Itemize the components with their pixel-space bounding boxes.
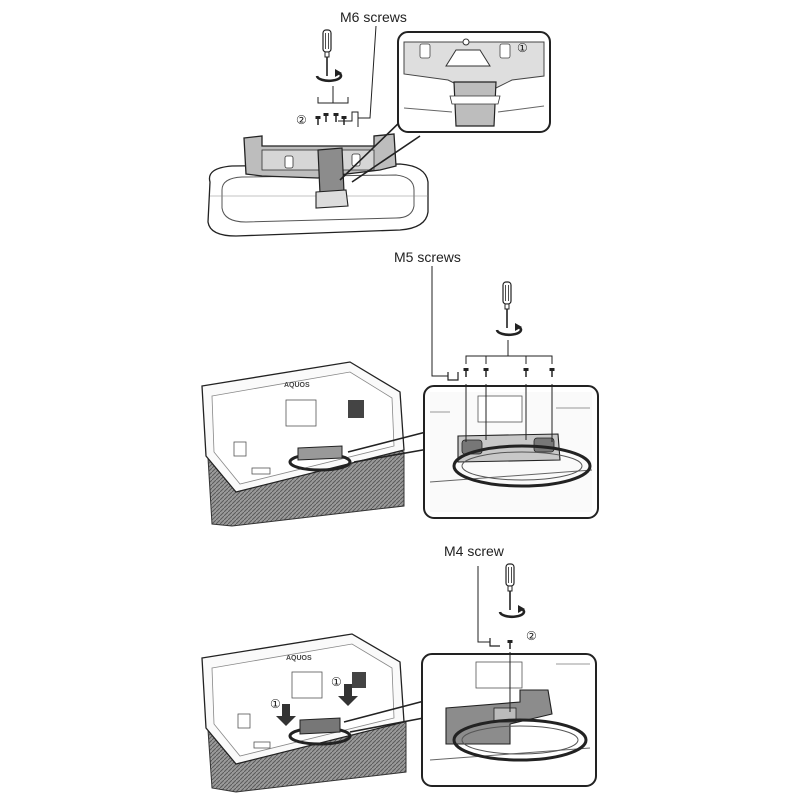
screw-icon — [314, 112, 348, 126]
step-marker-1: ① — [517, 41, 528, 55]
brand-logo: AQUOS — [286, 655, 312, 662]
step-marker-1: ① — [270, 697, 281, 711]
step-marker-1: ① — [331, 675, 342, 689]
rotate-arrow-icon — [315, 67, 344, 83]
step-2-group: AQUOS M5 screws — [201, 249, 599, 527]
screw-label-m6: M6 screws — [340, 9, 407, 25]
step-marker-2: ② — [526, 629, 537, 643]
step-3-group: AQUOS ① ① M4 screw ② — [201, 543, 597, 793]
screwdriver-icon — [502, 281, 512, 329]
screw-label-m5: M5 screws — [394, 249, 461, 265]
rotate-arrow-icon — [495, 321, 524, 337]
screw-icon — [506, 639, 514, 650]
rotate-arrow-icon — [498, 603, 527, 619]
brand-logo: AQUOS — [284, 382, 310, 389]
step-1-group: M6 screws ② ① — [207, 9, 551, 237]
detail-inset — [421, 652, 597, 787]
screw-icon — [462, 367, 556, 378]
detail-inset: ① — [397, 31, 551, 133]
screw-label-m4: M4 screw — [444, 543, 505, 559]
screwdriver-icon — [505, 563, 515, 611]
arrow-down-icon — [338, 684, 358, 706]
detail-inset — [423, 384, 599, 519]
arrow-down-icon — [276, 704, 296, 726]
screwdriver-icon — [322, 29, 332, 77]
step-marker-2: ② — [296, 113, 307, 127]
